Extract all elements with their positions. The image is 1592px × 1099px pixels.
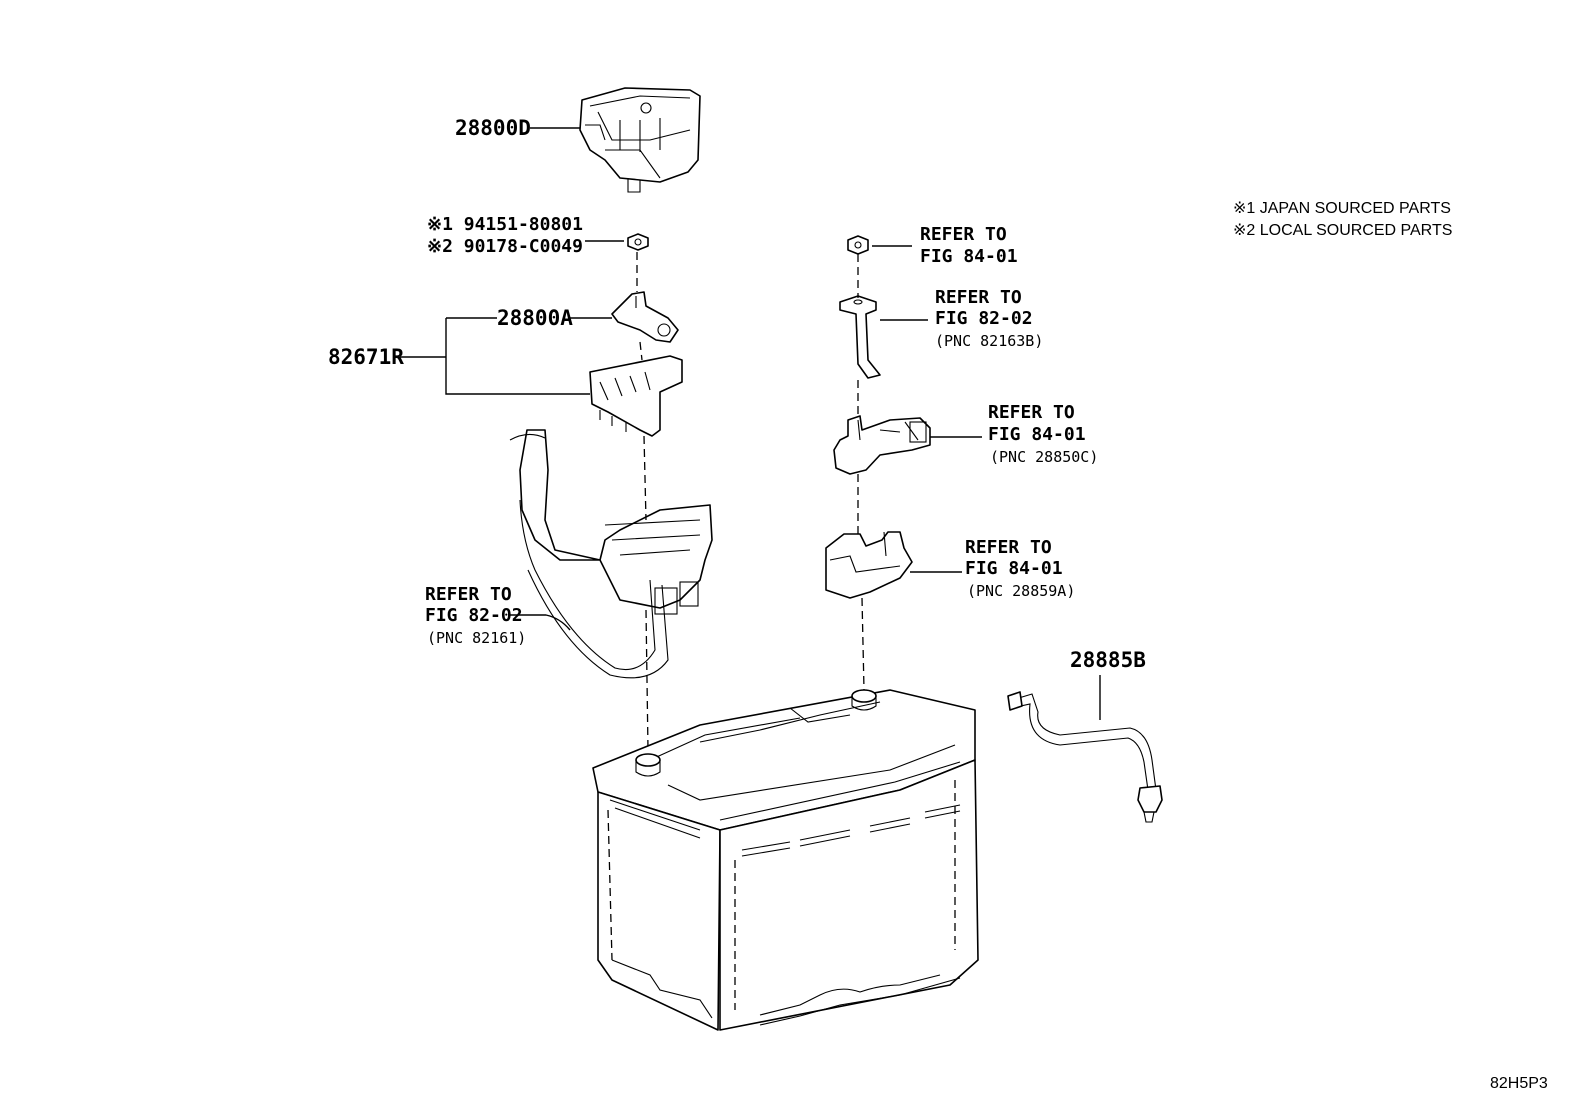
part-number-nut-japan: ※1 94151-80801 bbox=[427, 214, 583, 235]
terminal-28800A[interactable] bbox=[611, 291, 679, 343]
nut-left[interactable] bbox=[627, 233, 649, 251]
ref-82161-line1: REFER TO bbox=[425, 584, 512, 605]
nut-right[interactable] bbox=[847, 235, 869, 255]
figure-code: 82H5P3 bbox=[1490, 1075, 1548, 1092]
ref-82163B-line1: REFER TO bbox=[935, 287, 1022, 308]
fuse-block-82671R[interactable] bbox=[589, 355, 683, 437]
ref-82163B-line2: FIG 82-02 bbox=[935, 308, 1033, 329]
ref-28850C-line2: FIG 84-01 bbox=[988, 424, 1086, 445]
cable-assembly-82161[interactable] bbox=[509, 429, 713, 679]
terminal-28850C[interactable] bbox=[833, 415, 931, 475]
sensor-cable-28885B[interactable] bbox=[1007, 691, 1163, 823]
ref-nut-line1: REFER TO bbox=[920, 224, 1007, 245]
cover-28859A[interactable] bbox=[825, 531, 913, 599]
battery[interactable] bbox=[592, 689, 979, 1031]
ref-28859A-line2: FIG 84-01 bbox=[965, 558, 1063, 579]
terminal-cover-28800D[interactable] bbox=[579, 87, 701, 193]
part-number-nut-local: ※2 90178-C0049 bbox=[427, 236, 583, 257]
ref-28850C-line1: REFER TO bbox=[988, 402, 1075, 423]
ref-82161-line2: FIG 82-02 bbox=[425, 605, 523, 626]
ref-nut-line2: FIG 84-01 bbox=[920, 246, 1018, 267]
part-number-28800A: 28800A bbox=[497, 306, 573, 330]
legend-japan: ※1 JAPAN SOURCED PARTS bbox=[1233, 200, 1451, 217]
part-number-28885B: 28885B bbox=[1070, 648, 1146, 672]
legend-local: ※2 LOCAL SOURCED PARTS bbox=[1233, 222, 1452, 239]
cable-82163B[interactable] bbox=[839, 295, 881, 379]
ref-82163B-pnc: (PNC 82163B) bbox=[935, 332, 1043, 350]
part-number-82671R: 82671R bbox=[328, 345, 404, 369]
part-number-28800D: 28800D bbox=[455, 116, 531, 140]
ref-82161-pnc: (PNC 82161) bbox=[427, 629, 526, 647]
ref-28859A-line1: REFER TO bbox=[965, 537, 1052, 558]
ref-28859A-pnc: (PNC 28859A) bbox=[967, 582, 1075, 600]
ref-28850C-pnc: (PNC 28850C) bbox=[990, 448, 1098, 466]
